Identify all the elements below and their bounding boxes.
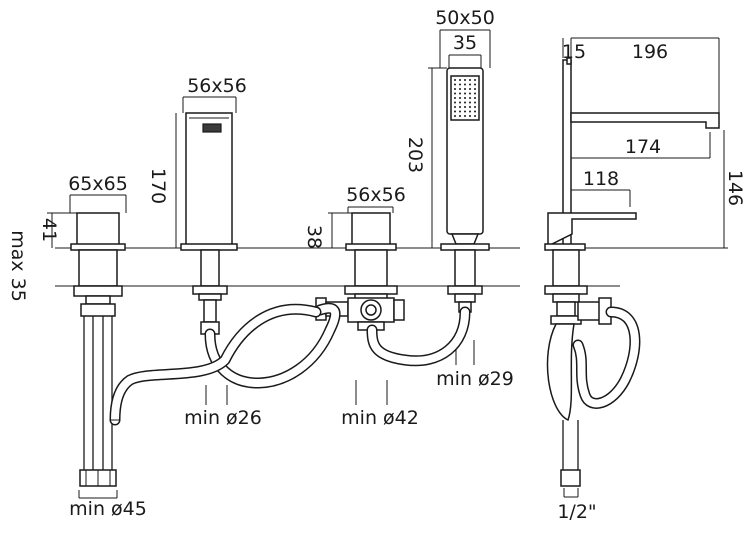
spout-min-hole-label: min ø26 — [184, 407, 262, 429]
spray-nozzle — [469, 79, 471, 81]
spray-nozzle — [454, 101, 456, 104]
spray-nozzle — [474, 92, 476, 95]
spray-nozzle — [469, 83, 471, 86]
spray-nozzle — [474, 110, 476, 113]
spray-nozzle — [474, 79, 476, 81]
spray-nozzle — [459, 97, 461, 99]
side-depth-label: 196 — [632, 41, 668, 63]
spray-nozzle — [464, 83, 466, 86]
spray-nozzle — [454, 115, 456, 117]
spray-nozzle — [469, 115, 471, 117]
spray-nozzle — [459, 92, 461, 95]
handset-size-label: 50x50 — [435, 7, 495, 29]
spray-nozzle — [474, 83, 476, 86]
left-valve-height-label: 41 — [38, 218, 60, 242]
deck-thickness-label: max 35 — [7, 230, 29, 302]
spray-nozzle — [464, 92, 466, 95]
spray-nozzle — [459, 88, 461, 90]
spray-nozzle — [474, 88, 476, 90]
handset — [440, 67, 490, 313]
spray-nozzle — [454, 106, 456, 108]
spray-nozzle — [464, 97, 466, 99]
spout — [180, 112, 238, 335]
spout-size-label: 56x56 — [187, 75, 247, 97]
spray-nozzle — [469, 92, 471, 95]
side-lever-label: 118 — [583, 168, 619, 190]
spray-nozzle — [459, 106, 461, 108]
left-valve-dimensions — [47, 194, 127, 499]
spray-nozzle — [459, 115, 461, 117]
side-width-label: 15 — [562, 41, 586, 63]
middle-valve-size-label: 56x56 — [346, 184, 406, 206]
spray-nozzle — [464, 115, 466, 117]
spray-nozzle — [464, 88, 466, 90]
spray-nozzle — [474, 101, 476, 104]
spray-nozzle — [459, 79, 461, 81]
spray-nozzle — [464, 79, 466, 81]
spray-nozzle — [469, 106, 471, 108]
spray-nozzle — [464, 101, 466, 104]
handset-width-label: 35 — [453, 32, 477, 54]
spray-nozzle — [454, 83, 456, 86]
left-valve — [70, 212, 126, 487]
spout-dimensions — [175, 96, 237, 405]
side-view — [544, 57, 720, 487]
deck-lines — [55, 247, 620, 287]
middle-valve-height-label: 38 — [303, 225, 325, 249]
spray-nozzle — [454, 110, 456, 113]
spray-nozzle — [474, 106, 476, 108]
spray-face — [454, 79, 476, 117]
spray-nozzle — [469, 97, 471, 99]
spray-nozzle — [459, 110, 461, 113]
spray-nozzle — [469, 101, 471, 104]
spray-nozzle — [474, 97, 476, 99]
side-view-dimensions — [562, 37, 728, 498]
spray-nozzle — [454, 79, 456, 81]
spray-nozzle — [469, 110, 471, 113]
spray-nozzle — [454, 92, 456, 95]
spray-nozzle — [454, 88, 456, 90]
spray-nozzle — [464, 106, 466, 108]
middle-valve-dimensions — [328, 206, 394, 405]
spray-nozzle — [474, 115, 476, 117]
middle-min-hole-label: min ø42 — [341, 407, 419, 429]
spray-nozzle — [454, 97, 456, 99]
hoses — [109, 302, 471, 426]
side-reach-label: 174 — [625, 136, 661, 158]
spray-nozzle — [464, 110, 466, 113]
spout-height-label: 170 — [147, 168, 169, 204]
left-valve-size-label: 65x65 — [68, 173, 128, 195]
spray-nozzle — [459, 101, 461, 104]
side-height-label: 146 — [724, 170, 746, 206]
spray-nozzle — [459, 83, 461, 86]
handset-length-label: 203 — [404, 137, 426, 173]
left-min-hole-label: min ø45 — [69, 498, 147, 520]
connection-size-label: 1/2" — [557, 501, 596, 523]
spray-nozzle — [469, 88, 471, 90]
handset-min-hole-label: min ø29 — [436, 368, 514, 390]
